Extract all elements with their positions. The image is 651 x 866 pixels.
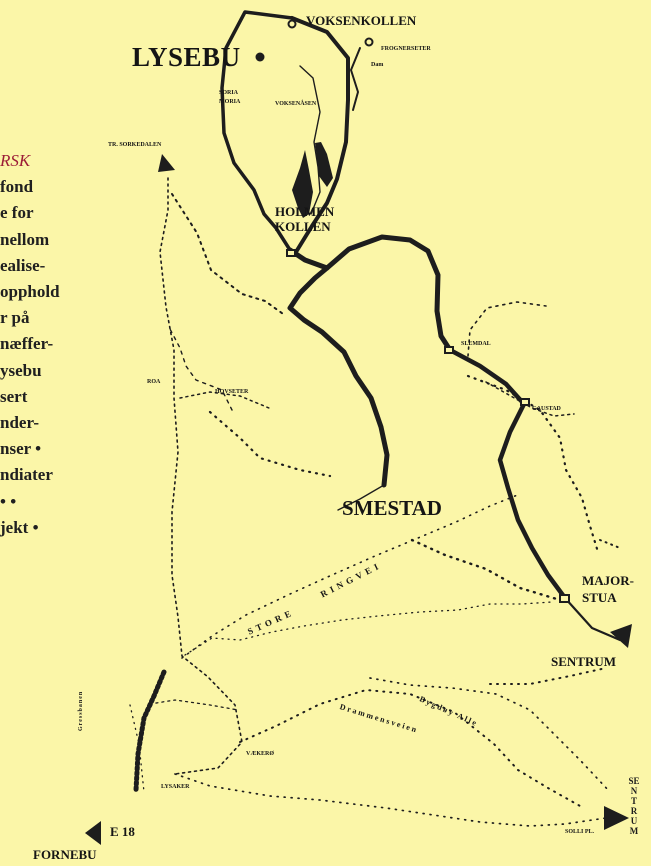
ullevaal-road (485, 381, 575, 417)
voksenkollen-station-icon (287, 19, 297, 29)
side-text-line-9: ysebu (0, 360, 42, 380)
majorstua-station-icon (559, 594, 570, 603)
e18-arrow-icon (85, 821, 101, 845)
store-ringvei (181, 493, 521, 659)
solli-link (489, 667, 607, 685)
side-text-line-3: e for (0, 203, 34, 223)
side-text-line-6: opphold (0, 282, 60, 302)
east-ridge-road (467, 301, 547, 357)
voksenkollen-ring-road (290, 16, 350, 254)
lysaker-road (149, 699, 239, 711)
gressbanen-road-label: Gressbanen (78, 690, 84, 731)
frognerseter-station-icon (364, 37, 374, 47)
smestad-link (337, 484, 385, 511)
sorkedalen-arrow-icon (158, 154, 175, 172)
side-text-line-5: ealise- (0, 255, 46, 275)
side-text-line-7: r på (0, 308, 30, 328)
voksenkollen-label: VOKSENKOLLEN (306, 13, 417, 28)
east-ridge-road-2 (466, 374, 600, 554)
frognerseter-label: FROGNERSETER (381, 46, 431, 52)
slemdal-station-icon (444, 346, 454, 354)
gaustad-road (447, 347, 568, 601)
holmen-detail-road (299, 65, 321, 215)
holmenkollen-label-line2: KOLLEN (275, 219, 331, 234)
side-text-line-2: fond (0, 177, 34, 197)
roa-label: ROA (147, 379, 161, 385)
solli-arrow-icon (604, 806, 629, 830)
slemdal-label: SLEMDAL (461, 341, 491, 347)
lysebu-label: LYSEBU (132, 42, 241, 72)
smestad-east-branch (410, 538, 562, 602)
side-text-line-10: sert (0, 386, 28, 406)
gressbanen-road (129, 704, 145, 793)
smestad-label: SMESTAD (342, 496, 442, 520)
side-text-line-11: nder- (0, 413, 40, 433)
side-text-line-12: nser • (0, 439, 42, 459)
solli-plass-label: SOLLI PL. (565, 829, 595, 835)
frogner-road-network (184, 601, 553, 656)
voksenasen-label: VOKSENÅSEN (275, 101, 317, 107)
sorkedalen-label: TR. SORKEDALEN (108, 142, 162, 148)
lysebu-point-icon (255, 52, 265, 62)
side-text-line-4: nellom (0, 229, 50, 249)
ring3-east (599, 539, 621, 549)
side-text-line-14: • • (0, 491, 17, 511)
sorja-label-line1: SORIA (219, 90, 239, 96)
side-text-column: RSK fond e for nellom ealise- opphold r … (0, 148, 180, 541)
frognerseter-road (350, 47, 361, 111)
e18-road (133, 669, 167, 793)
holmenkollen-label-line1: HOLMEN (275, 204, 335, 219)
hovseter-label: HOVSETER (215, 389, 249, 395)
lysebu-ring-road (220, 10, 294, 252)
drammensveien (239, 689, 581, 807)
side-text-line-13: ndiater (0, 465, 53, 485)
dam-label: Dam (371, 62, 384, 68)
bygdoy-south (174, 773, 607, 827)
side-text-line-1: RSK (0, 151, 31, 170)
majorstua-label-line1: MAJOR- (582, 573, 634, 588)
holmenkollen-ski-jump (315, 142, 333, 187)
gaustad-station-icon (520, 398, 530, 406)
side-text-line-15: jekt • (0, 517, 39, 537)
holmenkollen-station-icon (286, 249, 296, 257)
west-valley-road (159, 177, 243, 775)
lysaker-label: LYSAKER (161, 784, 190, 790)
holmenkollen-hill-detail (292, 150, 313, 218)
sentrum-arrow-icon (610, 624, 632, 648)
sentrum-label: SENTRUM (551, 654, 617, 669)
slemdal-road (324, 234, 453, 353)
bygdoy-road (369, 677, 611, 793)
vaekero-label: VÆKERØ (246, 751, 275, 757)
sorja-label-line2: MORIA (219, 99, 241, 105)
gaustad-label: GAUSTAD (532, 406, 561, 412)
west-service-road (171, 193, 287, 317)
majorstua-label-line2: STUA (582, 590, 617, 605)
sentrum-vertical-label: SENTRUM (628, 776, 640, 836)
side-text-line-8: næffer- (0, 334, 54, 354)
e18-label: E 18 (110, 824, 135, 839)
roa-branch (208, 410, 332, 478)
fornebu-label: FORNEBU (33, 847, 97, 862)
majorstua-link (563, 596, 622, 642)
holmenkollen-road (287, 247, 390, 488)
